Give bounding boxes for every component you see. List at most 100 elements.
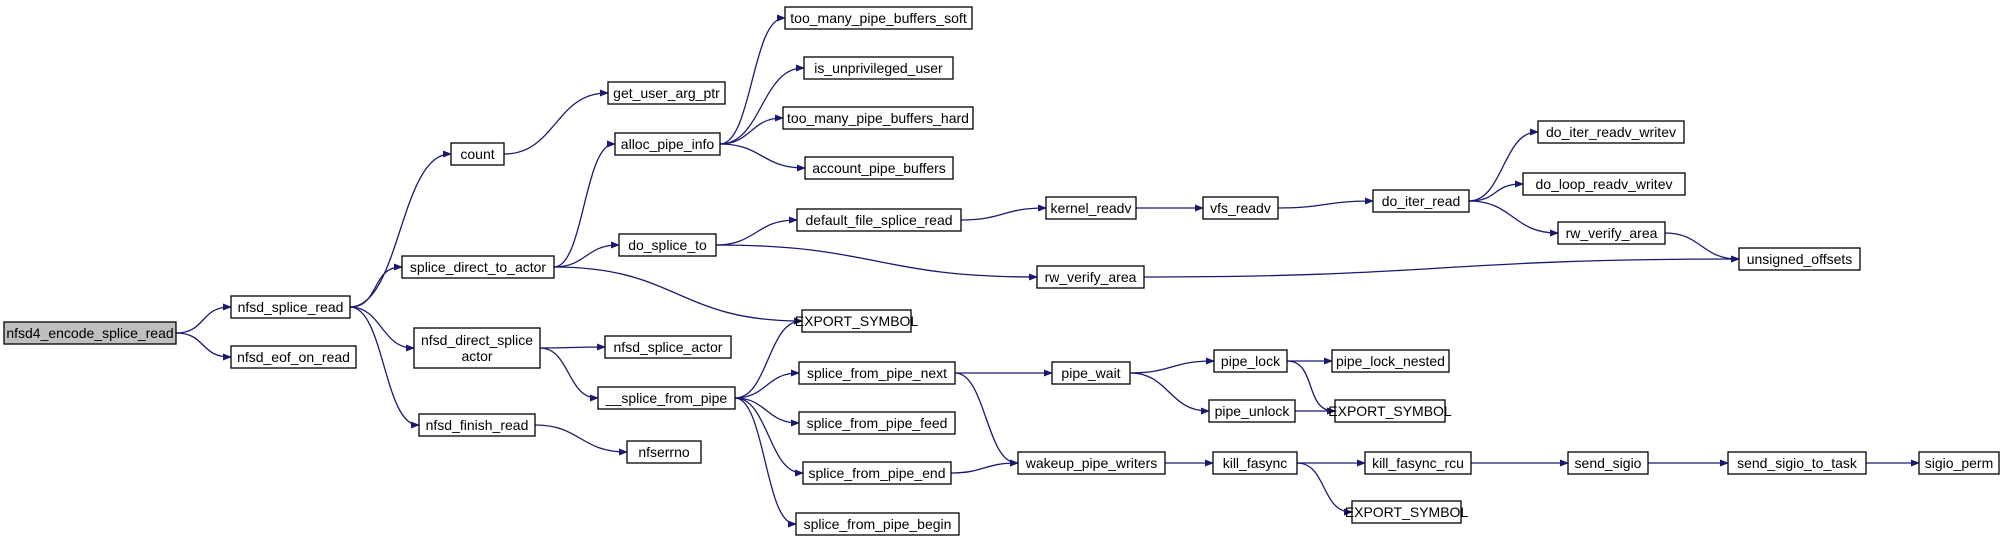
node-box[interactable]: [1036, 265, 1145, 289]
edge-default-file-splice-read-to-kernel-readv: [960, 208, 1045, 221]
node-kernel-readv[interactable]: kernel_readv: [1045, 196, 1137, 220]
node-box[interactable]: [1727, 451, 1867, 475]
node-box[interactable]: [450, 142, 505, 166]
node-nfsd-finish-read[interactable]: nfsd_finish_read: [418, 413, 536, 437]
node-label: splice_from_pipe_begin: [804, 516, 952, 532]
node-account-pipe-buffers[interactable]: account_pipe_buffers: [804, 156, 954, 180]
node-box[interactable]: [230, 345, 357, 369]
node-box[interactable]: [1213, 349, 1288, 373]
node-send-sigio-to-task[interactable]: send_sigio_to_task: [1727, 451, 1867, 475]
node-label: nfserrno: [638, 444, 690, 460]
node-pipe-lock-nested[interactable]: pipe_lock_nested: [1331, 349, 1450, 373]
edge-pipe-wait-to-pipe-unlock: [1129, 372, 1208, 411]
node-box[interactable]: [607, 81, 726, 105]
node-export-symbol-3[interactable]: EXPORT_SYMBOL: [1345, 500, 1469, 524]
node-splice-from-pipe-end[interactable]: splice_from_pipe_end: [802, 461, 952, 485]
node-box[interactable]: [401, 255, 555, 279]
node-do-splice-to[interactable]: do_splice_to: [618, 233, 717, 257]
node-box[interactable]: [1372, 189, 1470, 213]
node-box[interactable]: [230, 295, 351, 319]
node-box[interactable]: [1334, 399, 1446, 423]
node-box[interactable]: [1051, 361, 1131, 385]
node-label: EXPORT_SYMBOL: [1345, 504, 1469, 520]
node-label: do_iter_read: [1382, 193, 1461, 209]
node-too-many-pipe-buffers-soft[interactable]: too_many_pipe_buffers_soft: [784, 6, 973, 30]
node-box[interactable]: [604, 335, 732, 359]
node-vfs-readv[interactable]: vfs_readv: [1202, 196, 1279, 220]
node-count[interactable]: count: [450, 142, 505, 166]
node-is-unprivileged-user[interactable]: is_unprivileged_user: [803, 56, 954, 80]
node-box[interactable]: [802, 461, 952, 485]
node-box[interactable]: [782, 106, 974, 130]
node-do-iter-read[interactable]: do_iter_read: [1372, 189, 1470, 213]
node-root[interactable]: nfsd4_encode_splice_read: [3, 321, 177, 345]
node-splice-from-pipe-next[interactable]: splice_from_pipe_next: [798, 361, 956, 385]
node-too-many-pipe-buffers-hard[interactable]: too_many_pipe_buffers_hard: [782, 106, 974, 130]
node-box[interactable]: [803, 56, 954, 80]
node-box[interactable]: [1364, 451, 1472, 475]
node-box[interactable]: [1557, 221, 1666, 245]
node-box[interactable]: [1017, 451, 1166, 475]
node-unsigned-offsets[interactable]: unsigned_offsets: [1738, 247, 1861, 271]
node-do-loop-readv-writev[interactable]: do_loop_readv_writev: [1522, 172, 1686, 196]
node-box[interactable]: [795, 512, 960, 536]
node-box[interactable]: [626, 440, 702, 464]
node-pipe-unlock[interactable]: pipe_unlock: [1208, 399, 1296, 423]
node-label: kill_fasync_rcu: [1372, 455, 1464, 471]
node-box[interactable]: [1522, 172, 1686, 196]
node-box[interactable]: [614, 132, 721, 156]
node-box[interactable]: [798, 411, 956, 435]
edge-do-splice-to-to-default-file-splice-read: [715, 220, 796, 246]
node-box[interactable]: [804, 156, 954, 180]
node-pipe-lock[interactable]: pipe_lock: [1213, 349, 1288, 373]
node-splice-from-pipe[interactable]: __splice_from_pipe: [597, 386, 736, 410]
node-default-file-splice-read[interactable]: default_file_splice_read: [796, 208, 962, 232]
node-box[interactable]: [597, 386, 736, 410]
node-box[interactable]: [1537, 120, 1685, 144]
node-do-iter-readv-writev[interactable]: do_iter_readv_writev: [1537, 120, 1685, 144]
edge-splice-direct-to-actor-to-alloc-pipe-info: [553, 144, 614, 268]
node-box[interactable]: [801, 309, 912, 333]
node-box[interactable]: [798, 361, 956, 385]
node-box[interactable]: [3, 321, 177, 345]
node-send-sigio[interactable]: send_sigio: [1567, 451, 1649, 475]
edge-kill-fasync-to-export-symbol-3: [1296, 462, 1351, 512]
node-box[interactable]: [1045, 196, 1137, 220]
node-nfsd-splice-actor[interactable]: nfsd_splice_actor: [604, 335, 732, 359]
node-box[interactable]: [1212, 451, 1298, 475]
node-box[interactable]: [418, 413, 536, 437]
node-box[interactable]: [1918, 451, 2000, 475]
node-splice-direct-to-actor[interactable]: splice_direct_to_actor: [401, 255, 555, 279]
node-box[interactable]: [618, 233, 717, 257]
node-label: count: [460, 146, 494, 162]
node-export-symbol-2[interactable]: EXPORT_SYMBOL: [1328, 399, 1452, 423]
node-get-user-arg-ptr[interactable]: get_user_arg_ptr: [607, 81, 726, 105]
node-box[interactable]: [1208, 399, 1296, 423]
node-rw-verify-area-2[interactable]: rw_verify_area: [1557, 221, 1666, 245]
node-kill-fasync-rcu[interactable]: kill_fasync_rcu: [1364, 451, 1472, 475]
node-splice-from-pipe-begin[interactable]: splice_from_pipe_begin: [795, 512, 960, 536]
node-wakeup-pipe-writers[interactable]: wakeup_pipe_writers: [1017, 451, 1166, 475]
node-pipe-wait[interactable]: pipe_wait: [1051, 361, 1131, 385]
node-nfsd-eof-on-read[interactable]: nfsd_eof_on_read: [230, 345, 357, 369]
node-box[interactable]: [1351, 500, 1462, 524]
node-box[interactable]: [784, 6, 973, 30]
node-nfserrno[interactable]: nfserrno: [626, 440, 702, 464]
node-label: nfsd_splice_read: [238, 299, 344, 315]
node-label: do_splice_to: [628, 237, 707, 253]
node-box[interactable]: [1331, 349, 1450, 373]
node-box[interactable]: [1202, 196, 1279, 220]
node-box[interactable]: [796, 208, 962, 232]
node-rw-verify-area-1[interactable]: rw_verify_area: [1036, 265, 1145, 289]
node-splice-from-pipe-feed[interactable]: splice_from_pipe_feed: [798, 411, 956, 435]
node-box[interactable]: [1738, 247, 1861, 271]
node-label: pipe_wait: [1061, 365, 1120, 381]
node-box[interactable]: [413, 327, 541, 369]
node-kill-fasync[interactable]: kill_fasync: [1212, 451, 1298, 475]
node-nfsd-splice-read[interactable]: nfsd_splice_read: [230, 295, 351, 319]
node-sigio-perm[interactable]: sigio_perm: [1918, 451, 2000, 475]
node-alloc-pipe-info[interactable]: alloc_pipe_info: [614, 132, 721, 156]
node-box[interactable]: [1567, 451, 1649, 475]
node-export-symbol-1[interactable]: EXPORT_SYMBOL: [795, 309, 919, 333]
